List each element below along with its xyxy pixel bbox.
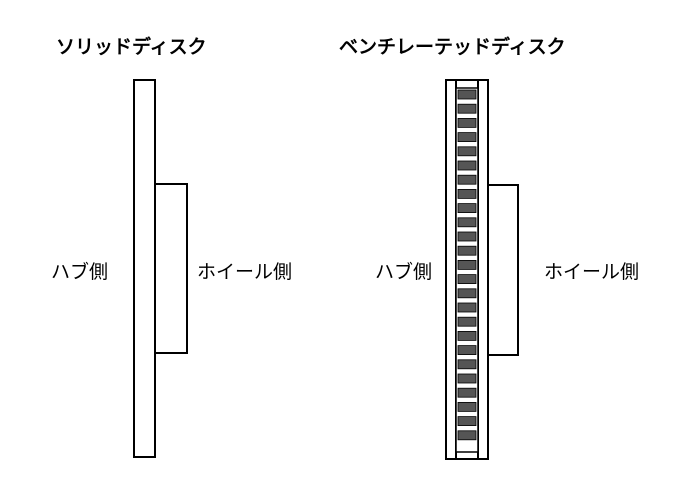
solid-disc-hat [154,183,188,354]
solid-disc-title: ソリッドディスク [56,35,207,58]
vane-8 [457,203,477,214]
vane-3 [457,132,477,143]
vented-disc-group: ベンチレーテッドディスク ハブ側 ホイール側 [339,35,639,460]
vane-14 [457,288,477,299]
solid-hub-side-label: ハブ側 [51,260,108,283]
solid-wheel-side-label: ホイール側 [197,261,292,283]
vented-hub-side-label: ハブ側 [375,260,432,283]
vane-10 [457,231,477,242]
vane-12 [457,259,477,270]
vane-20 [457,373,477,384]
vented-wheel-side-label: ホイール側 [544,261,639,283]
solid-disc-group: ソリッドディスク ハブ側 ホイール側 [51,35,292,458]
vane-2 [457,118,477,128]
vane-13 [457,274,477,285]
vane-0 [457,89,477,100]
vane-17 [457,330,477,341]
vane-18 [457,345,477,356]
solid-disc-plate [133,79,156,458]
vane-6 [457,174,477,185]
vane-1 [457,103,477,114]
vented-disc-hat [487,184,519,356]
vented-disc-title: ベンチレーテッドディスク [339,35,566,58]
vane-23 [457,416,477,427]
vane-7 [457,188,477,199]
vane-11 [457,245,477,256]
vane-19 [457,359,477,370]
vented-disc-inner-plate [445,79,457,460]
vane-16 [457,316,477,327]
vented-disc-outer-plate [477,79,489,460]
vane-24 [457,430,477,441]
vane-9 [457,217,477,228]
vented-disc-vanes [457,89,477,441]
vane-5 [457,160,477,171]
vane-15 [457,302,477,313]
vane-21 [457,387,477,398]
vane-22 [457,401,477,412]
vane-4 [457,146,477,157]
